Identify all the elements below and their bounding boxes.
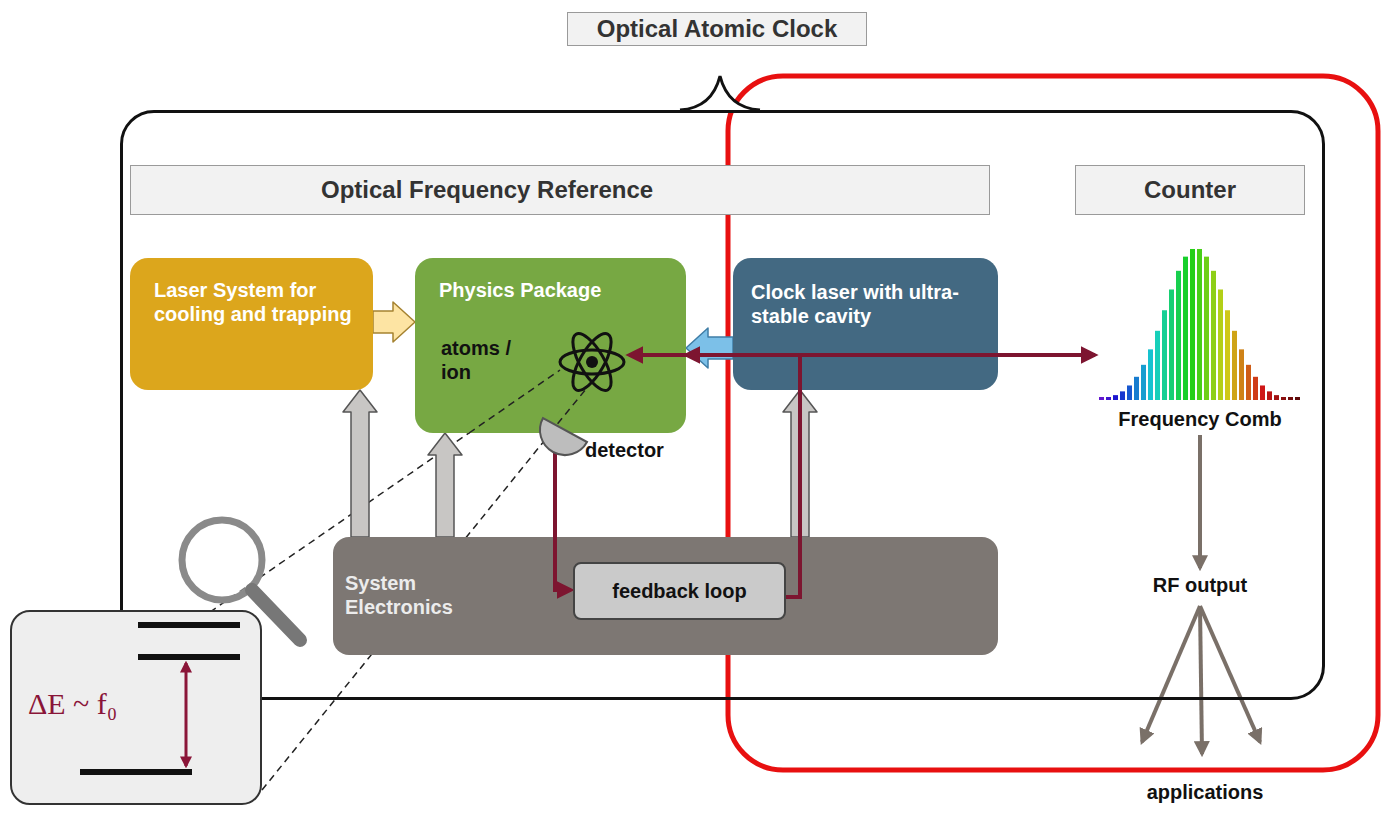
node-label: feedback loop — [612, 579, 746, 603]
clock-laser-box: Clock laser with ultra-stable cavity — [733, 258, 998, 390]
block-arrow — [686, 328, 733, 368]
clock-outline: Optical Atomic ClockOptical Frequency Re… — [120, 110, 1325, 700]
comb-spectrum — [1095, 240, 1305, 435]
block-arrow — [428, 433, 462, 537]
node-sublabel: atoms / ion — [441, 336, 523, 384]
node-label: Frequency Comb — [1095, 407, 1305, 431]
block-arrow — [343, 390, 377, 537]
brace — [680, 76, 760, 110]
connector-line — [686, 355, 1095, 356]
node-label: RF output — [1153, 573, 1247, 597]
connector-line — [1200, 435, 1201, 568]
node-label: Laser System for cooling and trapping — [154, 278, 357, 326]
node-label: ΔE ~ f₀ — [28, 686, 178, 722]
frequency-comb: Frequency Comb — [1095, 240, 1305, 435]
feedback-box: feedback loop — [573, 562, 786, 620]
header-bar: Counter — [1075, 165, 1305, 215]
node-label: Counter — [1144, 176, 1236, 205]
node-label: System Electronics — [345, 571, 485, 619]
block-arrow — [373, 302, 415, 342]
header-bar: Optical Frequency Reference — [130, 165, 990, 215]
output-node: RF output — [1130, 568, 1270, 602]
output-label: applications — [1130, 780, 1280, 804]
application-arrows — [1142, 606, 1260, 754]
node-label: Physics Package — [439, 278, 669, 302]
physics-box: Physics Package atoms / ion — [415, 258, 686, 433]
energy-level-inset: ΔE ~ f₀ — [10, 610, 262, 805]
node-label: Optical Frequency Reference — [321, 176, 653, 205]
part-label: detector — [585, 438, 705, 462]
electronics-band: System Electronics feedback loop — [333, 537, 998, 655]
node-label: Clock laser with ultra-stable cavity — [751, 280, 982, 328]
node-label: Optical Atomic Clock — [567, 12, 867, 46]
laser-box: Laser System for cooling and trapping — [130, 258, 373, 390]
